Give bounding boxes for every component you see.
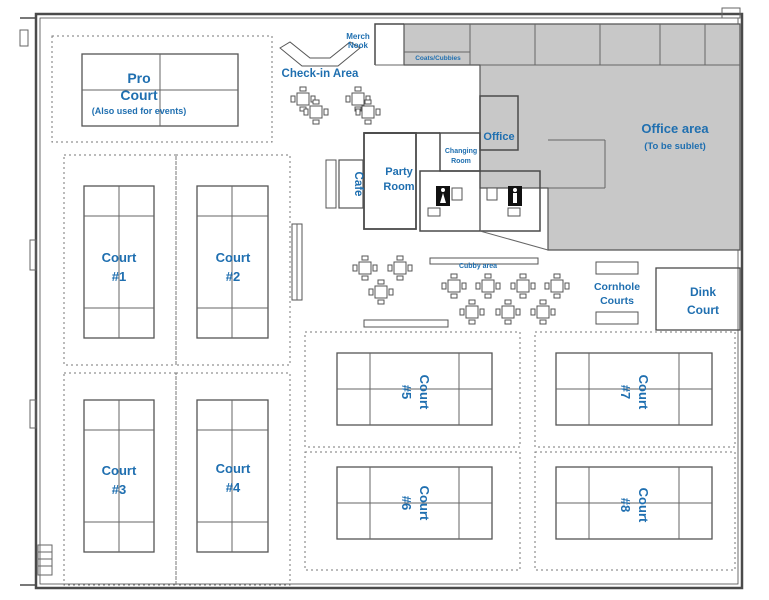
dink-court-label: Dink <box>690 285 716 299</box>
changing-room-label-2: Room <box>451 158 471 165</box>
court-2-number: #2 <box>226 269 240 284</box>
court-8-label: Court <box>636 488 651 523</box>
merch-label-2: Nook <box>348 41 369 50</box>
pro-court-note: (Also used for events) <box>92 106 187 116</box>
merch-label: Merch <box>346 32 370 41</box>
court-3-number: #3 <box>112 482 126 497</box>
court-1-number: #1 <box>112 269 126 284</box>
court-5-number: #5 <box>399 385 414 399</box>
court-8-number: #8 <box>618 498 633 512</box>
tables <box>290 86 570 325</box>
cafe-label: Cafe <box>352 172 364 197</box>
coats-label: Coats/Cubbies <box>415 55 461 62</box>
courts-left <box>63 154 291 586</box>
dink-court-label-2: Court <box>687 303 719 317</box>
court-6-number: #6 <box>399 496 414 510</box>
labels: Pro Court (Also used for events) Check-i… <box>92 32 719 523</box>
court-7-number: #7 <box>618 385 633 399</box>
court-7-label: Court <box>636 375 651 410</box>
court-3-label: Court <box>102 463 137 478</box>
office-area-label: Office area <box>641 121 709 136</box>
pro-court-label: Pro <box>127 70 150 86</box>
cornhole-label-2: Courts <box>600 295 634 307</box>
court-2-label: Court <box>216 250 251 265</box>
pro-court-label-2: Court <box>120 87 158 103</box>
checkin-label: Check-in Area <box>282 68 360 80</box>
changing-room-label: Changing <box>445 148 477 155</box>
party-room-label: Party <box>385 166 413 178</box>
interior-rooms <box>279 23 741 331</box>
court-5-label: Court <box>417 375 432 410</box>
building-walls <box>19 7 744 590</box>
pro-court-area <box>51 35 273 143</box>
court-6-label: Court <box>417 486 432 521</box>
cubby-area-label: Cubby area <box>459 263 497 270</box>
party-room-label-2: Room <box>383 181 414 193</box>
office-area <box>403 23 741 251</box>
cornhole-label: Cornhole <box>594 281 640 293</box>
court-4-label: Court <box>216 461 251 476</box>
office-area-note: (To be sublet) <box>644 141 706 152</box>
courts-right <box>304 331 736 571</box>
office-label: Office <box>483 131 514 143</box>
court-1-label: Court <box>102 250 137 265</box>
court-4-number: #4 <box>226 480 241 495</box>
